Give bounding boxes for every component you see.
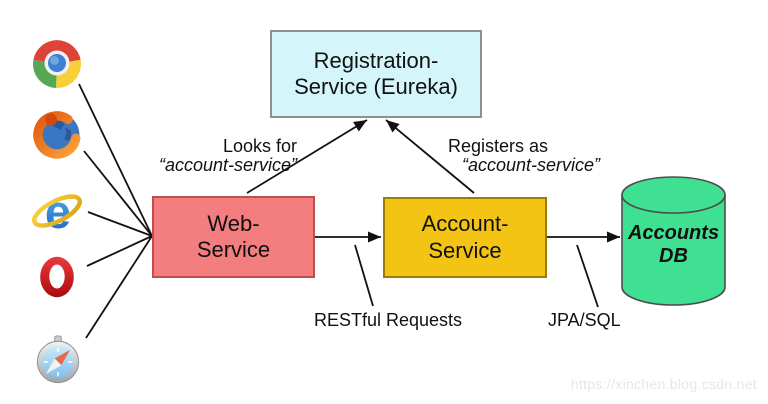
connector-firefox-web (83, 150, 153, 237)
accounts-db-label: Accounts DB (622, 222, 725, 268)
leader-restful (354, 244, 374, 307)
web-service-box: Web- Service (152, 196, 315, 278)
opera-icon (32, 252, 82, 302)
watermark-text: https://xinchen.blog.csdn.net (570, 376, 757, 392)
ie-icon: e (29, 185, 85, 241)
connector-chrome-web (78, 83, 153, 237)
registration-service-box: Registration- Service (Eureka) (270, 30, 482, 118)
leader-jpa (576, 244, 599, 308)
chrome-icon (31, 38, 83, 90)
arrow-account-registration (385, 119, 475, 194)
accounts-db-label-line2: DB (659, 245, 688, 267)
registers-as-label-line1: Registers as (448, 136, 549, 156)
looks-for-label: Looks for “account-service” (130, 137, 297, 175)
safari-icon (33, 335, 83, 385)
looks-for-label-line2: “account-service” (158, 155, 297, 175)
restful-requests-label: RESTful Requests (314, 310, 463, 330)
account-service-box: Account- Service (383, 197, 547, 278)
connector-ie-web (87, 211, 153, 237)
registration-service-label-line2: Service (Eureka) (294, 74, 458, 99)
firefox-icon (31, 109, 83, 161)
registration-service-label-line1: Registration- (313, 47, 439, 73)
db-cylinder (621, 176, 726, 306)
registers-as-label-line2: “account-service” (462, 155, 601, 175)
connector-opera-web (86, 235, 153, 267)
jpa-sql-label: JPA/SQL (548, 310, 621, 330)
account-service-label-line2: Service (428, 237, 502, 263)
account-service-label-line1: Account- (421, 211, 509, 237)
web-service-label-line2: Service (196, 237, 271, 262)
svg-text:e: e (45, 185, 71, 238)
arrow-web-registration (246, 119, 368, 194)
web-service-label-line1: Web- (207, 210, 260, 236)
looks-for-label-line1: Looks for (222, 136, 297, 156)
accounts-db-label-line1: Accounts (627, 222, 720, 244)
registers-as-label: Registers as “account-service” (448, 137, 600, 175)
connector-safari-web (85, 235, 153, 339)
